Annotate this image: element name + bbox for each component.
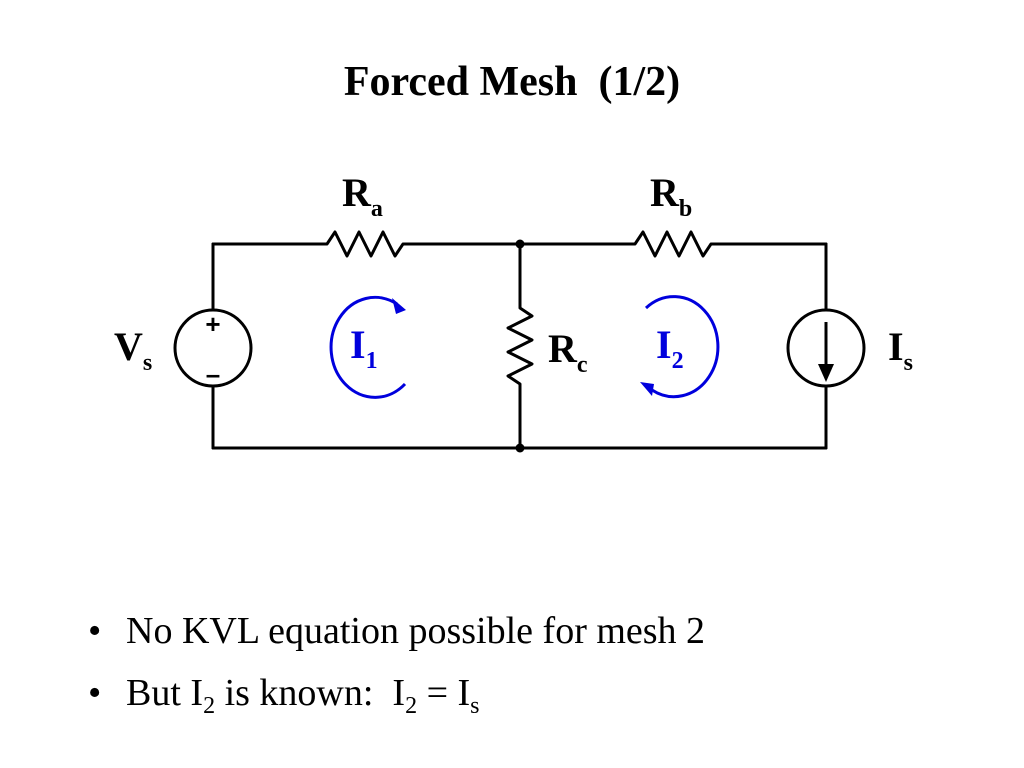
label-is: Is (888, 324, 913, 376)
middle-wire-with-rc (506, 242, 534, 450)
bullet-text-2-part-1: But I (126, 672, 204, 714)
mesh-1-arrowhead (392, 298, 406, 314)
bullet-text-2-part-3: = I (417, 672, 471, 714)
junction-bottom (515, 443, 525, 453)
mesh-1-arrow (329, 295, 407, 399)
current-source-symbol (786, 308, 866, 388)
bullet-list: • No KVL equation possible for mesh 2 • Bu… (88, 600, 705, 724)
label-vs: Vs (114, 324, 152, 376)
bullet-text-2-sub-3: s (470, 693, 480, 719)
label-ra: Ra (342, 170, 383, 222)
mesh-2-arrow (644, 295, 720, 399)
bullet-item-1: • No KVL equation possible for mesh 2 (88, 600, 705, 662)
vs-plus-sign: + (205, 309, 220, 339)
label-rc: Rc (548, 326, 588, 378)
slide-title: Forced Mesh (1/2) (343, 59, 681, 105)
vs-minus-sign: – (206, 359, 220, 389)
mesh-2-arrowhead (640, 382, 654, 396)
label-rb: Rb (650, 170, 692, 222)
bullet-text-2-sub-2: 2 (405, 693, 418, 719)
junction-top (515, 239, 525, 249)
bullet-marker: • (88, 672, 102, 714)
label-mesh-1: I1 (350, 322, 378, 374)
current-source-arrowhead (818, 364, 834, 382)
label-mesh-2: I2 (656, 322, 684, 374)
bullet-marker: • (88, 610, 102, 652)
bullet-text-1: No KVL equation possible for mesh 2 (126, 610, 706, 652)
voltage-source-symbol (173, 308, 253, 388)
bullet-text-2-part-2: is known: I (215, 672, 406, 714)
bullet-item-2: •But I2 is known: I2 = Is (88, 662, 705, 724)
bullet-text-2-sub-1: 2 (203, 693, 216, 719)
